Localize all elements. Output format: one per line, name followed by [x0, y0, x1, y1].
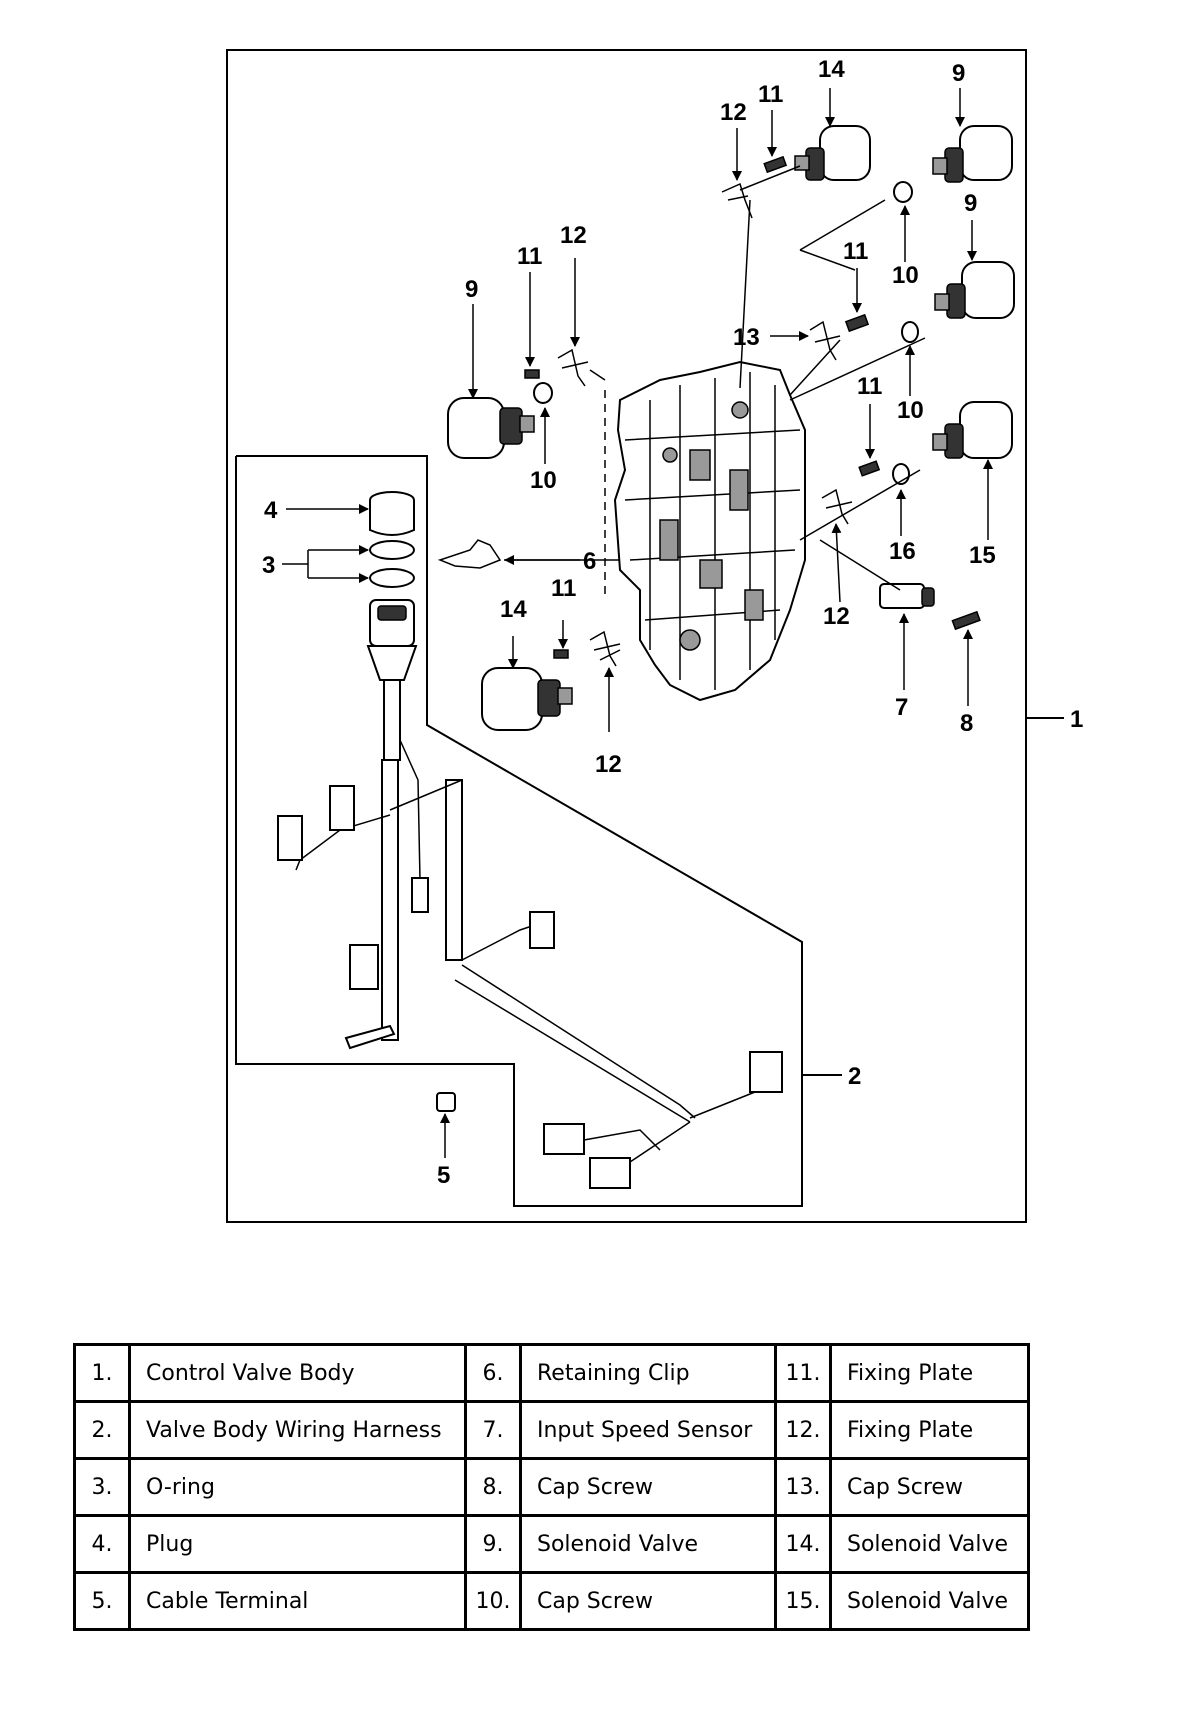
wiring-harness-frame	[235, 455, 803, 1207]
legend-item-number: 7.	[464, 1400, 522, 1460]
control-valve-body	[613, 360, 806, 702]
legend-item-number: 2.	[73, 1400, 131, 1460]
callout-5: 5	[437, 1162, 450, 1189]
legend-item-number: 8.	[464, 1457, 522, 1517]
solenoid-valve-14-bottom	[481, 667, 573, 731]
legend-item-name: Cap Screw	[519, 1457, 777, 1517]
callout-9-top: 9	[952, 60, 965, 87]
legend-item-name: Cable Terminal	[128, 1571, 467, 1631]
callout-14-top: 14	[818, 56, 845, 83]
o-ring-upper	[369, 540, 415, 560]
legend-item-name: Valve Body Wiring Harness	[128, 1400, 467, 1460]
legend-item-name: O-ring	[128, 1457, 467, 1517]
callout-16: 16	[889, 538, 916, 565]
legend-item-name: Solenoid Valve	[829, 1514, 1030, 1574]
legend-item-number: 15.	[774, 1571, 832, 1631]
legend-item-number: 3.	[73, 1457, 131, 1517]
legend-item-number: 12.	[774, 1400, 832, 1460]
legend-item-number: 10.	[464, 1571, 522, 1631]
callout-13: 13	[733, 324, 760, 351]
callout-12-top: 12	[720, 99, 747, 126]
valve-body-assembly-frame	[226, 49, 1027, 1223]
seal-10-left	[533, 382, 553, 404]
callout-4: 4	[264, 497, 278, 524]
fixing-plates-12	[557, 182, 853, 667]
legend-item-number: 1.	[73, 1343, 131, 1403]
seal-10-middle	[901, 321, 919, 343]
legend-item-name: Control Valve Body	[128, 1343, 467, 1403]
legend-item-number: 6.	[464, 1343, 522, 1403]
callout-8: 8	[960, 710, 973, 737]
legend-item-name: Solenoid Valve	[519, 1514, 777, 1574]
callout-10-top: 10	[892, 262, 919, 289]
input-speed-sensor	[879, 583, 935, 609]
callout-11-left: 11	[517, 243, 542, 270]
callout-11-right: 11	[857, 373, 882, 400]
solenoid-valve-15	[932, 401, 1013, 459]
callout-11-middle: 11	[843, 238, 868, 265]
legend-item-name: Cap Screw	[519, 1571, 777, 1631]
legend-item-number: 14.	[774, 1514, 832, 1574]
legend-item-name: Plug	[128, 1514, 467, 1574]
callout-10-middle: 10	[897, 397, 924, 424]
legend-item-name: Fixing Plate	[829, 1400, 1030, 1460]
callout-10-left: 10	[530, 467, 557, 494]
solenoid-valve-9-top	[932, 125, 1013, 183]
o-ring-lower	[369, 568, 415, 588]
valve-body-wiring-harness	[277, 599, 783, 1189]
screws-11	[524, 155, 981, 659]
callout-11-bottom: 11	[551, 575, 576, 602]
legend-item-name: Retaining Clip	[519, 1343, 777, 1403]
callout-12-right: 12	[823, 603, 850, 630]
callout-12-left: 12	[560, 222, 587, 249]
callout-9-middle: 9	[964, 190, 977, 217]
legend-item-name: Input Speed Sensor	[519, 1400, 777, 1460]
seal-10-top	[893, 181, 913, 203]
legend-item-number: 9.	[464, 1514, 522, 1574]
callout-11-top: 11	[758, 81, 783, 108]
callout-7: 7	[895, 694, 908, 721]
callout-arrows	[282, 88, 993, 1158]
solenoid-valve-9-middle	[934, 261, 1015, 319]
legend-item-name: Solenoid Valve	[829, 1571, 1030, 1631]
callout-9-left: 9	[465, 276, 478, 303]
legend-item-name: Fixing Plate	[829, 1343, 1030, 1403]
connection-lines	[504, 165, 926, 661]
exploded-parts-diagram: 1 2 3 4 5 6 7 8 9 9 9 10 10 10 11 11 11 …	[226, 49, 1083, 1223]
callout-12-bottom: 12	[595, 751, 622, 778]
callout-1: 1	[1070, 706, 1083, 733]
callout-15: 15	[969, 542, 996, 569]
retaining-clip	[437, 539, 502, 569]
callout-14-bottom: 14	[500, 596, 527, 623]
legend-item-number: 5.	[73, 1571, 131, 1631]
callout-3: 3	[262, 552, 275, 579]
solenoid-valve-14-top	[794, 125, 871, 181]
callout-6: 6	[583, 548, 596, 575]
cable-terminal	[436, 1092, 456, 1112]
legend-item-number: 13.	[774, 1457, 832, 1517]
solenoid-valve-9-left	[447, 397, 535, 459]
legend-item-number: 4.	[73, 1514, 131, 1574]
legend-item-number: 11.	[774, 1343, 832, 1403]
plug	[369, 491, 415, 536]
callout-2: 2	[848, 1063, 861, 1090]
legend-item-name: Cap Screw	[829, 1457, 1030, 1517]
